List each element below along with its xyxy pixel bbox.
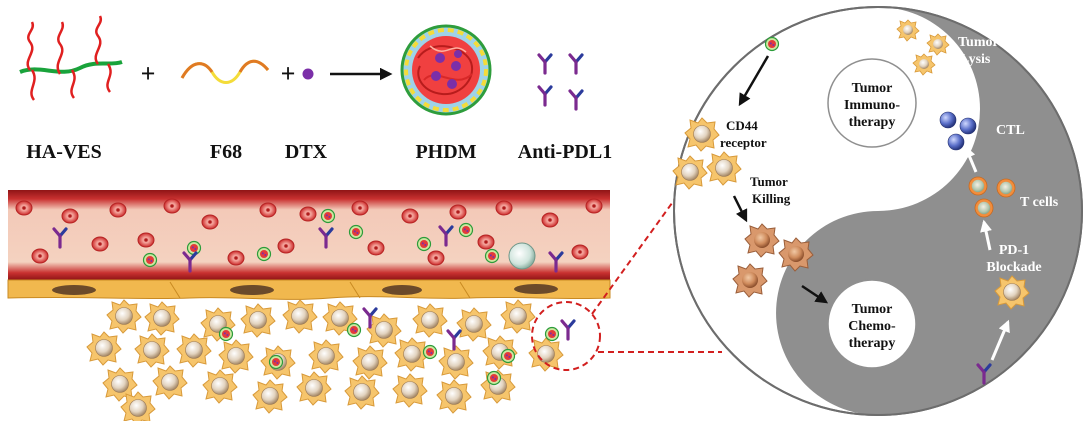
- arrow-to-ctl: [964, 145, 978, 173]
- label-phdm: PHDM: [415, 141, 476, 163]
- dtx-drug-icon: [302, 68, 314, 80]
- label-anti-pdl1: Anti-PDL1: [518, 141, 612, 163]
- incoming-nanoparticle: [764, 36, 780, 52]
- plus-sign-2: +: [281, 59, 296, 88]
- label-dtx: DTX: [285, 141, 328, 163]
- pd1-tumor-cell: [994, 275, 1030, 310]
- tumor-tissue: [86, 299, 564, 421]
- chemotherapy-circle: [827, 279, 917, 369]
- anti-pdl1-antibody-group: [537, 53, 584, 111]
- arrow-to-killed: [732, 195, 748, 223]
- immunotherapy-circle: [827, 58, 917, 148]
- immuno-label-1: Tumor: [852, 81, 893, 96]
- tumor-killing-label-1: Tumor: [750, 174, 788, 189]
- cd44-label-1: CD44: [726, 118, 758, 133]
- arrow-to-lysis: [935, 79, 948, 105]
- pd1-label-2: Blockade: [986, 260, 1041, 275]
- plus-sign-1: +: [141, 59, 156, 88]
- immune-cell-in-vessel: [508, 242, 536, 270]
- pd1-label-1: PD-1: [999, 243, 1029, 258]
- ctl-label: CTL: [996, 123, 1025, 138]
- arrow-to-pd1-cell: [990, 319, 1010, 361]
- chemo-label-2: Chemo-: [848, 319, 896, 334]
- arrow-to-tcells: [980, 219, 992, 251]
- immuno-label-2: Immuno-: [844, 98, 900, 113]
- chemo-label-3: therapy: [849, 336, 896, 351]
- label-ha-ves: HA-VES: [26, 141, 102, 163]
- phdm-nanoparticle-icon: [400, 24, 492, 116]
- immuno-label-3: therapy: [849, 115, 896, 130]
- ha-ves-polymer-icon: [19, 15, 123, 101]
- lysis-label-2: Lysis: [960, 52, 991, 67]
- cd44-label-2: receptor: [720, 135, 767, 150]
- f68-polymer-icon: [180, 59, 270, 84]
- tumor-killing-label-2: Killing: [752, 191, 791, 206]
- chemo-label-1: Tumor: [852, 302, 893, 317]
- arrow-to-cd44: [738, 55, 770, 107]
- arrow-to-chemotherapy: [801, 284, 829, 304]
- zoom-circle: [531, 301, 601, 371]
- tcells-label: T cells: [1020, 195, 1059, 210]
- label-f68: F68: [210, 141, 242, 163]
- yin-yang-panel: [673, 6, 1083, 416]
- lysis-label-1: Tumor: [958, 35, 999, 50]
